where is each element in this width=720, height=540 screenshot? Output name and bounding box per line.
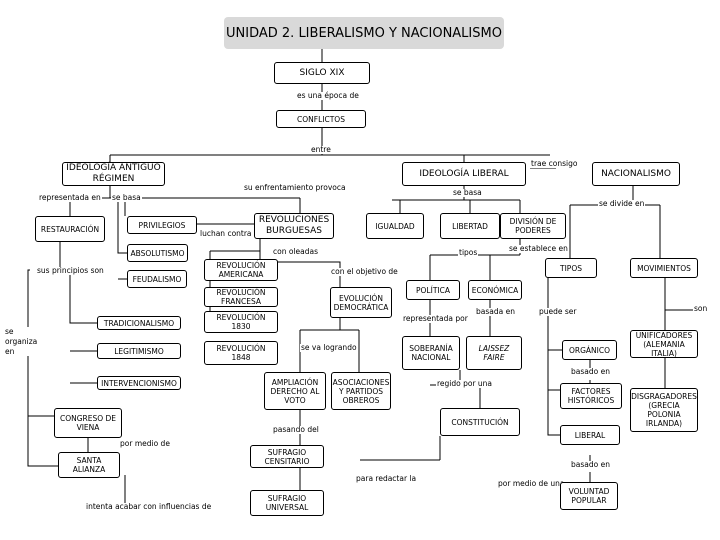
node-ideologia-antiguo: IDEOLOGÍA ANTIGUO RÉGIMEN	[62, 162, 165, 186]
node-revoluciones-burguesas: REVOLUCIONES BURGUESAS	[254, 213, 334, 239]
node-rev-francesa: REVOLUCIÓN FRANCESA	[204, 287, 278, 307]
node-intervencionismo: INTERVENCIONISMO	[97, 376, 181, 390]
link-se-divide-en: se divide en	[598, 199, 646, 209]
link-son: son	[693, 304, 709, 314]
node-congreso-viena: CONGRESO DE VIENA	[54, 408, 122, 438]
diagram-title: UNIDAD 2. LIBERALISMO Y NACIONALISMO	[224, 17, 504, 49]
node-movimientos: MOVIMIENTOS	[630, 258, 698, 278]
node-legitimismo: LEGITIMISMO	[97, 343, 181, 359]
node-evolucion-democratica: EVOLUCIÓN DEMOCRÁTICA	[330, 287, 392, 318]
node-disgregadores: DISGRAGADORES (GRECIA POLONIA IRLANDA)	[630, 388, 698, 432]
link-es-una-epoca-de: es una época de	[296, 91, 360, 101]
node-libertad: LIBERTAD	[440, 213, 500, 239]
link-representada-en: representada en	[38, 193, 102, 203]
node-liberal: LIBERAL	[560, 425, 620, 445]
node-voluntad-popular: VOLUNTAD POPULAR	[560, 482, 618, 510]
link-entre: entre	[310, 145, 332, 155]
link-puede-ser: puede ser	[538, 307, 578, 317]
link-tipos-liberal: tipos	[458, 248, 479, 258]
link-por-medio-de: por medio de	[119, 439, 171, 449]
link-se-establece-en: se establece en	[508, 244, 569, 254]
node-privilegios: PRIVILEGIOS	[127, 216, 197, 234]
link-con-el-objetivo-de: con el objetivo de	[330, 267, 399, 277]
link-se-basa-liberal: se basa	[452, 188, 483, 198]
node-soberania-nacional: SOBERANÍA NACIONAL	[402, 336, 460, 370]
node-conflictos: CONFLICTOS	[276, 110, 366, 128]
link-basado-en-2: basado en	[570, 460, 611, 470]
node-factores-historicos: FACTORES HISTÓRICOS	[560, 383, 622, 409]
node-feudalismo: FEUDALISMO	[127, 270, 187, 288]
node-igualdad: IGUALDAD	[366, 213, 424, 239]
node-rev-1830: REVOLUCIÓN 1830	[204, 311, 278, 333]
node-sufragio-censitario: SUFRAGIO CENSITARIO	[250, 445, 324, 468]
node-rev-americana: REVOLUCIÓN AMERICANA	[204, 259, 278, 281]
node-rev-1848: REVOLUCIÓN 1848	[204, 341, 278, 365]
node-nacionalismo: NACIONALISMO	[592, 162, 680, 186]
link-se-basa-antiguo: se basa	[111, 193, 142, 203]
link-para-redactar-la: para redactar la	[355, 474, 418, 484]
link-basada-en-liberal: basada en	[475, 307, 516, 317]
link-se-organiza-en: se organiza en	[4, 327, 38, 357]
link-con-oleadas: con oleadas	[272, 247, 319, 257]
node-division-poderes: DIVISIÓN DE PODERES	[500, 213, 566, 239]
node-constitucion: CONSTITUCIÓN	[440, 408, 520, 436]
link-sus-principios-son: sus principios son	[36, 266, 105, 276]
node-organico: ORGÁNICO	[562, 340, 617, 360]
node-sufragio-universal: SUFRAGIO UNIVERSAL	[250, 490, 324, 516]
node-asociaciones: ASOCIACIONES Y PARTIDOS OBREROS	[331, 372, 391, 410]
link-por-medio-de-una: por medio de una	[497, 479, 566, 489]
link-su-enfrentamiento-provoca: su enfrentamiento provoca	[243, 183, 347, 193]
link-se-va-logrando: se va logrando	[300, 343, 358, 353]
link-representada-por: representada por	[402, 314, 469, 324]
node-ideologia-liberal: IDEOLOGÍA LIBERAL	[402, 162, 526, 186]
node-absolutismo: ABSOLUTISMO	[127, 244, 188, 262]
node-santa-alianza: SANTA ALIANZA	[58, 452, 120, 478]
node-tipos-nacionalismo: TIPOS	[545, 258, 597, 278]
link-intenta-acabar: intenta acabar con influencias de	[85, 502, 213, 512]
node-economica: ECONÓMICA	[468, 280, 522, 300]
node-politica: POLÍTICA	[406, 280, 460, 300]
link-pasando-del: pasando del	[272, 425, 320, 435]
node-ampliacion-derecho: AMPLIACIÓN DERECHO AL VOTO	[264, 372, 326, 410]
node-restauracion: RESTAURACIÓN	[35, 216, 105, 242]
node-laissez-faire: LAISSEZ FAIRE	[466, 336, 522, 370]
link-trae-consigo: trae consigo	[530, 159, 579, 169]
node-unificadores: UNIFICADORES (ALEMANIA ITALIA)	[630, 330, 698, 358]
link-regido-por-una: regido por una	[436, 379, 494, 389]
node-siglo-xix: SIGLO XIX	[274, 62, 370, 84]
link-basado-en-1: basado en	[570, 367, 611, 377]
link-luchan-contra: luchan contra	[199, 229, 253, 239]
node-tradicionalismo: TRADICIONALISMO	[97, 316, 181, 330]
